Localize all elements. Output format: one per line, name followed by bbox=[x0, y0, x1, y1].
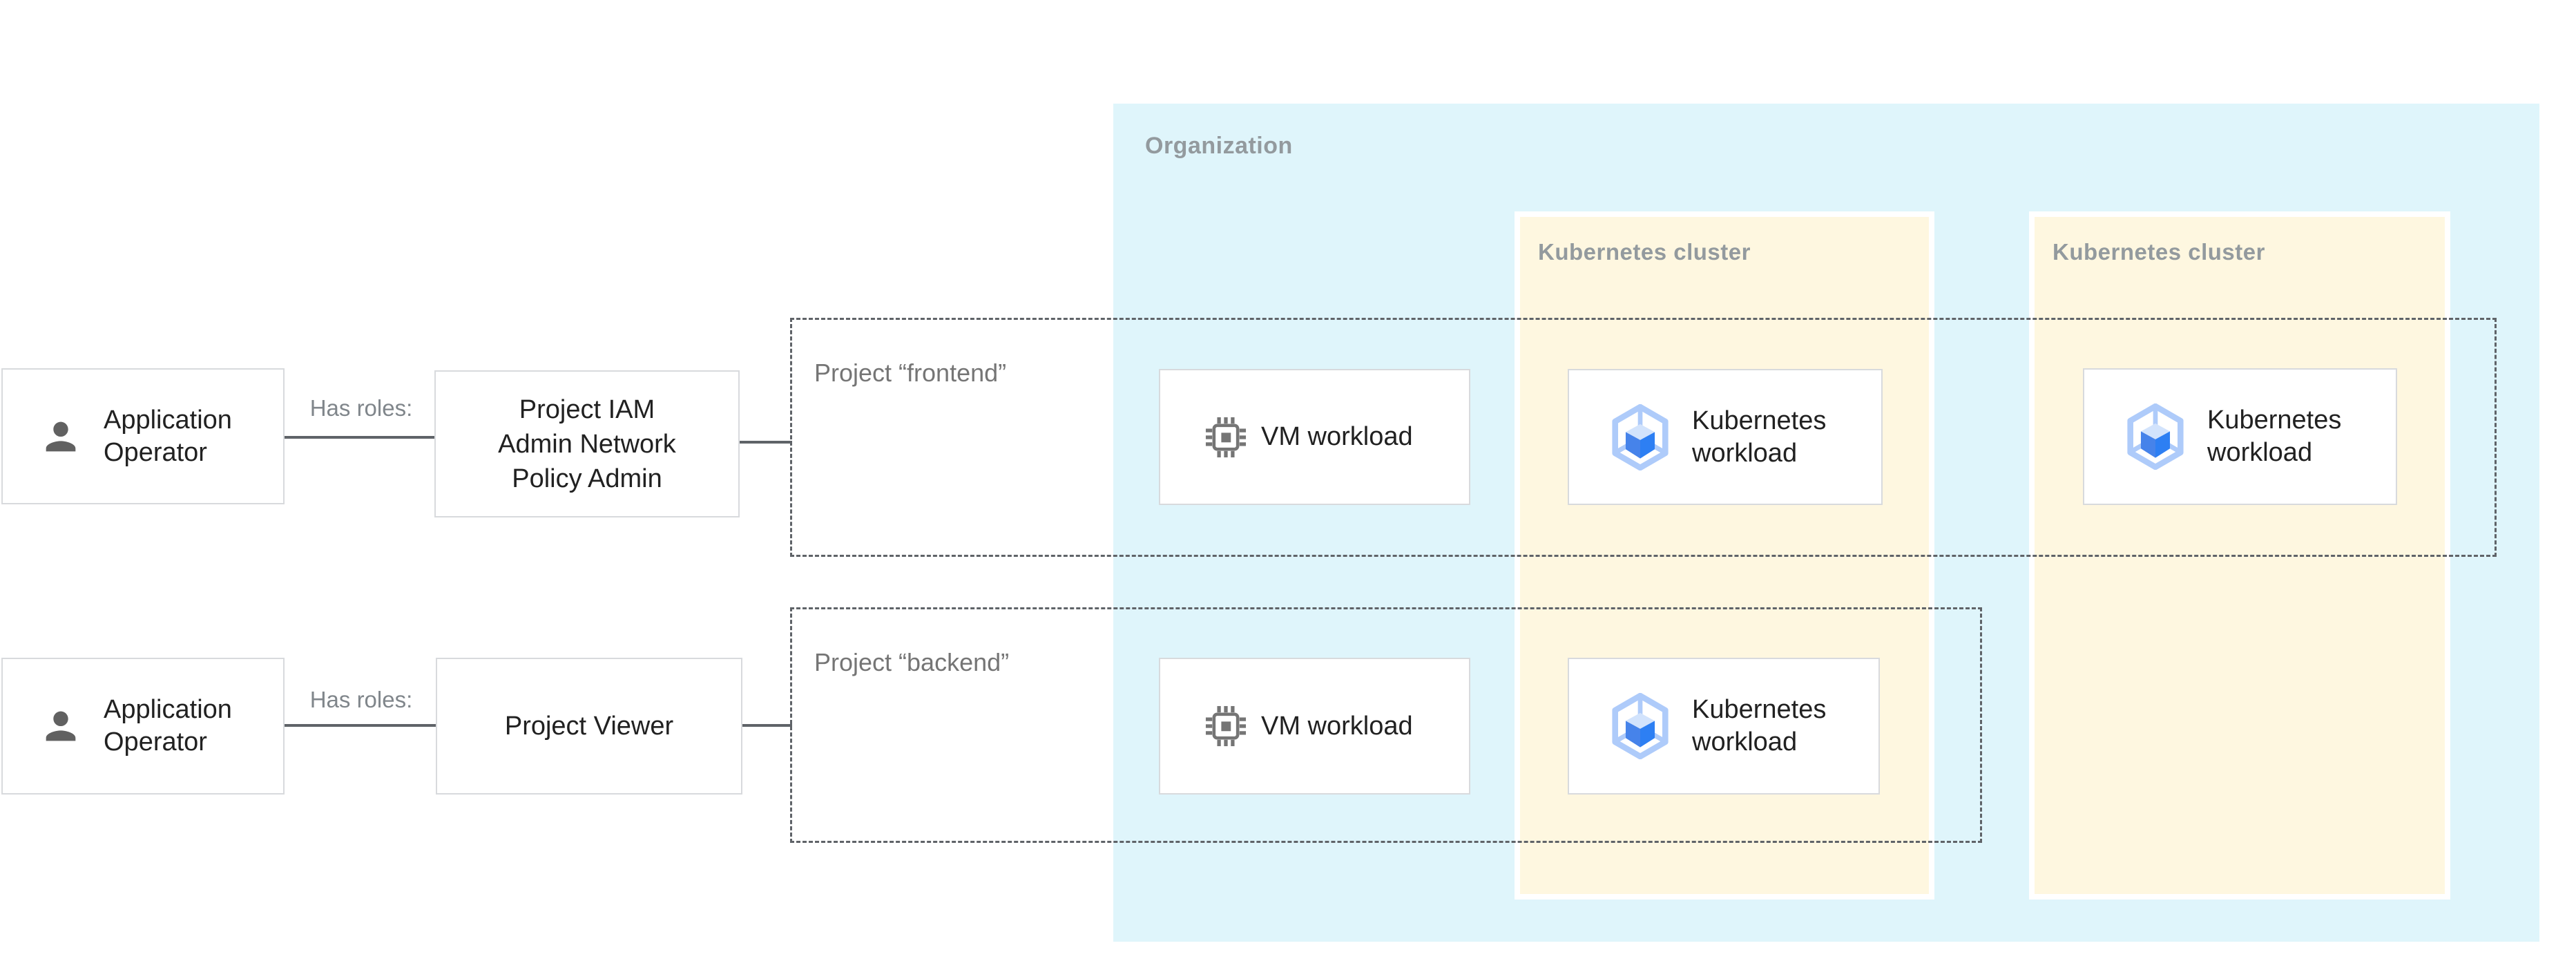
edge-actor2-role2 bbox=[285, 724, 436, 727]
gke-hexagon-icon bbox=[1611, 404, 1670, 470]
person-icon bbox=[46, 711, 76, 741]
kubernetes-workload-node-cluster2-frontend: Kubernetes workload bbox=[2083, 368, 2397, 505]
gke-hexagon-icon bbox=[1611, 693, 1670, 759]
role-2-label: Project Viewer bbox=[504, 711, 674, 741]
vm-workload-1-label: VM workload bbox=[1261, 422, 1413, 451]
role-project-viewer-node: Project Viewer bbox=[436, 658, 742, 795]
project-frontend-label: Project “frontend” bbox=[814, 359, 1007, 387]
organization-label: Organization bbox=[1145, 133, 1293, 159]
kubernetes-workload-node-cluster1-backend: Kubernetes workload bbox=[1568, 658, 1880, 795]
project-frontend-boundary: Project “frontend” bbox=[790, 318, 2497, 557]
kubernetes-workload-1-label: Kubernetes workload bbox=[1692, 406, 1827, 468]
application-operator-2-label: Application Operator bbox=[104, 695, 232, 757]
edge-role1-project-frontend bbox=[740, 441, 792, 444]
vm-workload-node-backend: VM workload bbox=[1159, 658, 1470, 795]
application-operator-node-1: Application Operator bbox=[1, 368, 285, 504]
edge-role2-project-backend bbox=[742, 724, 792, 727]
has-roles-label-1: Has roles: bbox=[309, 395, 413, 421]
application-operator-1-label: Application Operator bbox=[104, 405, 232, 467]
vm-workload-2-label: VM workload bbox=[1261, 711, 1413, 741]
kubernetes-workload-2-label: Kubernetes workload bbox=[2207, 406, 2342, 467]
kubernetes-cluster-2-label: Kubernetes cluster bbox=[2053, 239, 2265, 265]
kubernetes-workload-node-cluster1-frontend: Kubernetes workload bbox=[1568, 369, 1883, 505]
vm-chip-icon bbox=[1203, 415, 1249, 460]
kubernetes-cluster-1-label: Kubernetes cluster bbox=[1538, 239, 1751, 265]
role-1-label: Project IAM Admin Network Policy Admin bbox=[498, 394, 676, 493]
vm-workload-node-frontend: VM workload bbox=[1159, 369, 1470, 505]
project-backend-label: Project “backend” bbox=[814, 648, 1010, 676]
application-operator-node-2: Application Operator bbox=[1, 658, 285, 795]
edge-actor1-role1 bbox=[285, 436, 434, 439]
has-roles-label-2: Has roles: bbox=[309, 687, 413, 712]
vm-chip-icon bbox=[1203, 703, 1249, 749]
kubernetes-workload-3-label: Kubernetes workload bbox=[1692, 695, 1827, 757]
person-icon bbox=[46, 421, 76, 451]
role-project-iam-admin-node: Project IAM Admin Network Policy Admin bbox=[434, 370, 740, 517]
gke-hexagon-icon bbox=[2126, 403, 2185, 470]
